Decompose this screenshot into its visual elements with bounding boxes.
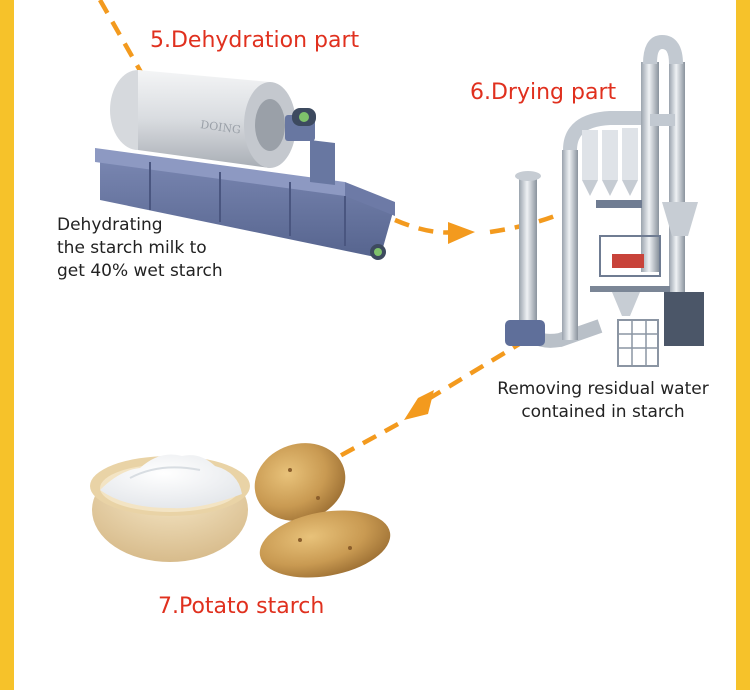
- dehydration-description-line: get 40% wet starch: [57, 261, 223, 281]
- right-accent-bar: [736, 0, 750, 690]
- flash-dryer-machine: [505, 34, 704, 367]
- drying-description-line: Removing residual water: [497, 379, 709, 399]
- dehydration-description-line: Dehydrating: [57, 215, 163, 235]
- drying-description: Removing residual water contained in sta…: [481, 378, 725, 424]
- vacuum-filter-machine: DOING: [95, 70, 395, 260]
- dehydration-description-line: the starch milk to: [57, 238, 207, 258]
- left-accent-bar: [0, 0, 14, 690]
- dehydration-title: 5.Dehydration part: [150, 28, 360, 53]
- drying-description-line: contained in starch: [521, 402, 685, 422]
- machine-logo-text: DOING: [200, 118, 242, 137]
- potato-starch-title: 7.Potato starch: [158, 594, 325, 619]
- dehydration-description: Dehydrating the starch milk to get 40% w…: [57, 214, 223, 283]
- starch-bowl-and-potatoes: [90, 443, 391, 578]
- drying-title: 6.Drying part: [470, 80, 617, 105]
- flow-arrow-in: [98, 0, 144, 76]
